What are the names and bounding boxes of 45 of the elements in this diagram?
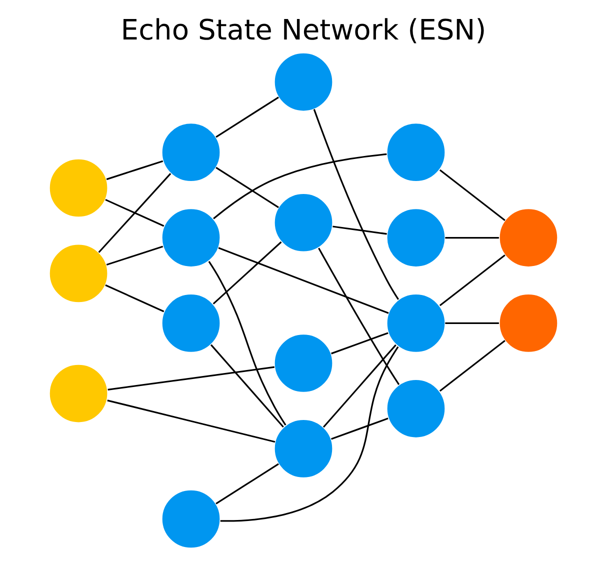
connector xyxy=(215,166,278,208)
node-circle xyxy=(273,52,333,112)
node-circle xyxy=(386,293,446,353)
node-circle xyxy=(498,293,558,353)
node-circle xyxy=(48,158,108,218)
connector xyxy=(322,344,396,428)
connector xyxy=(330,418,388,440)
node-circle xyxy=(160,208,220,268)
connector xyxy=(106,246,163,266)
connector xyxy=(215,463,278,504)
connector xyxy=(107,366,274,390)
node-circle xyxy=(48,244,108,304)
connector xyxy=(438,340,505,392)
connector xyxy=(106,400,275,443)
connector xyxy=(438,254,505,306)
node-circle xyxy=(160,489,220,549)
connector xyxy=(438,169,505,222)
node-circle xyxy=(273,192,333,252)
connector xyxy=(444,236,498,239)
node-circle xyxy=(386,208,446,268)
node-circle xyxy=(498,208,558,268)
connector xyxy=(104,284,164,312)
connector xyxy=(212,241,282,304)
connector xyxy=(330,332,388,354)
connector xyxy=(215,96,278,138)
connector xyxy=(312,109,399,300)
connector xyxy=(104,198,164,227)
connector xyxy=(220,346,398,522)
connector xyxy=(218,247,388,314)
connector xyxy=(208,260,286,426)
connector xyxy=(318,248,400,385)
connector xyxy=(444,322,498,324)
diagram-title: Echo State Network (ESN) xyxy=(120,14,486,47)
connector xyxy=(212,153,386,220)
node-circle xyxy=(48,364,108,424)
connector xyxy=(332,226,386,235)
node-circle xyxy=(386,378,446,438)
node-circle xyxy=(160,122,220,182)
node-circle xyxy=(160,293,220,353)
connector xyxy=(106,160,163,180)
connector xyxy=(98,173,171,253)
node-circle xyxy=(273,418,333,478)
node-circle xyxy=(273,334,333,393)
node-circle xyxy=(386,122,446,182)
connector xyxy=(210,344,284,428)
